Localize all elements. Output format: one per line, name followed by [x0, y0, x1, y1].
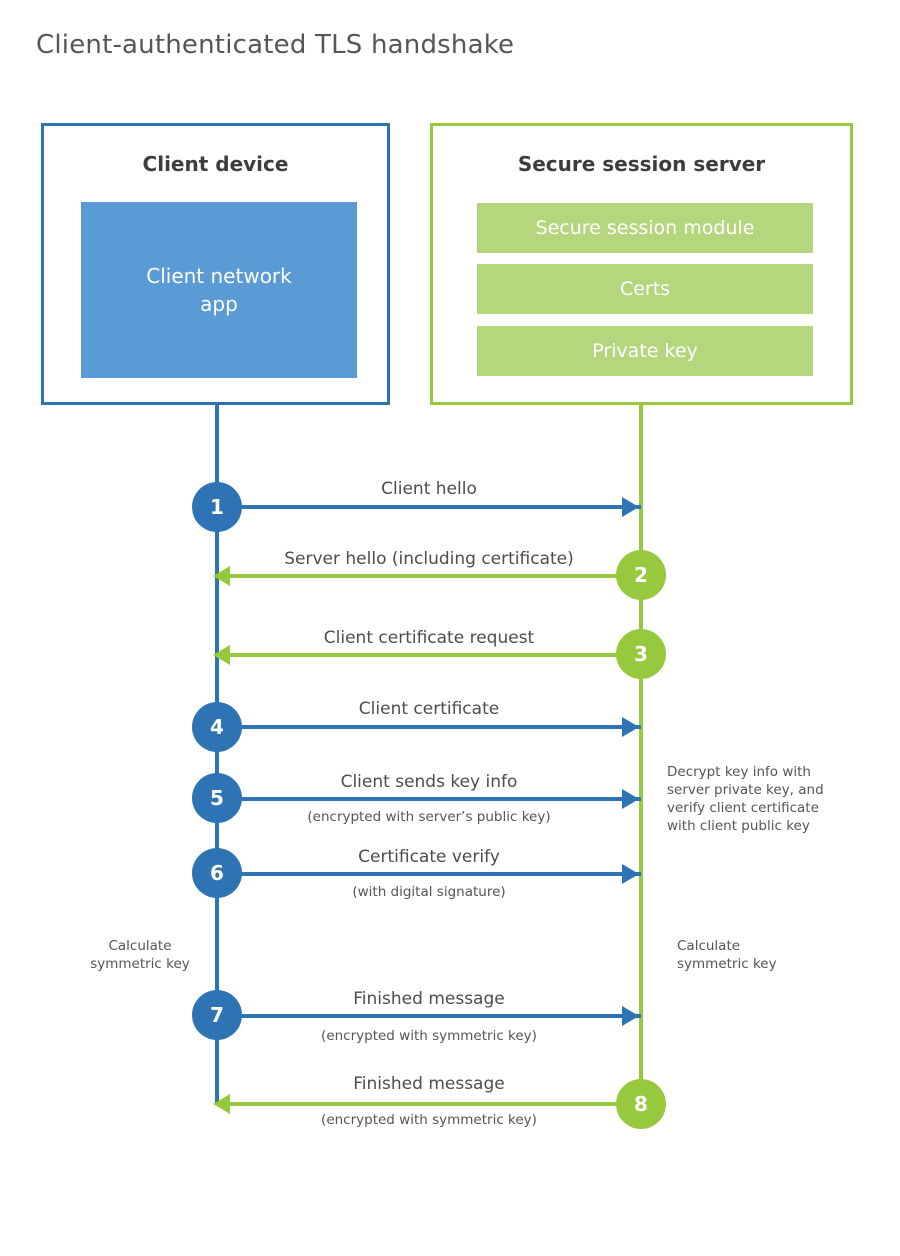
message-5-line	[217, 797, 641, 801]
message-6-label: Certificate verify	[358, 847, 500, 867]
message-2-line	[217, 574, 641, 578]
message-6-line	[217, 872, 641, 876]
message-4-line	[217, 725, 641, 729]
message-4-step-badge: 4	[192, 702, 242, 752]
server-lifeline	[639, 405, 643, 1105]
message-8-step-badge: 8	[616, 1079, 666, 1129]
message-7-step-badge: 7	[192, 990, 242, 1040]
server-module-certs: Certs	[477, 264, 813, 314]
message-7-label: Finished message	[353, 989, 505, 1009]
message-1-arrowhead-icon	[622, 497, 639, 517]
message-7-line	[217, 1014, 641, 1018]
message-5-label: Client sends key info	[340, 772, 518, 792]
message-1-step-badge: 1	[192, 482, 242, 532]
client-device-title: Client device	[142, 152, 289, 176]
message-7-sublabel: (encrypted with symmetric key)	[321, 1028, 537, 1044]
message-2-label: Server hello (including certificate)	[284, 549, 574, 569]
message-3-line	[217, 653, 641, 657]
message-8-sublabel: (encrypted with symmetric key)	[321, 1112, 537, 1128]
message-1-label: Client hello	[381, 479, 477, 499]
message-8-label: Finished message	[353, 1074, 505, 1094]
message-1-line	[217, 505, 641, 509]
client-network-app-label: Client network app	[146, 264, 292, 316]
calculate-symmetric-key-note-server: Calculate symmetric key	[677, 938, 777, 972]
message-8-arrowhead-icon	[213, 1094, 230, 1114]
message-8-line	[217, 1102, 641, 1106]
client-network-app-box: Client network app	[81, 202, 357, 378]
message-3-arrowhead-icon	[213, 645, 230, 665]
message-3-label: Client certificate request	[323, 628, 535, 648]
message-2-step-badge: 2	[616, 550, 666, 600]
secure-session-server-title: Secure session server	[517, 152, 766, 176]
calculate-symmetric-key-note-client: Calculate symmetric key	[90, 938, 190, 972]
message-4-label: Client certificate	[358, 699, 500, 719]
message-4-arrowhead-icon	[622, 717, 639, 737]
server-module-private-key: Private key	[477, 326, 813, 376]
client-device-box: Client device Client network app	[41, 123, 390, 405]
message-5-sublabel: (encrypted with server’s public key)	[307, 809, 551, 825]
message-3-step-badge: 3	[616, 629, 666, 679]
message-6-step-badge: 6	[192, 848, 242, 898]
client-lifeline	[215, 405, 219, 1105]
message-5-step-badge: 5	[192, 773, 242, 823]
message-7-arrowhead-icon	[622, 1006, 639, 1026]
message-5-arrowhead-icon	[622, 789, 639, 809]
message-6-sublabel: (with digital signature)	[352, 884, 506, 900]
message-6-arrowhead-icon	[622, 864, 639, 884]
decrypt-key-note: Decrypt key info with server private key…	[667, 764, 824, 834]
message-2-arrowhead-icon	[213, 566, 230, 586]
page-title: Client-authenticated TLS handshake	[36, 30, 515, 60]
server-module-secure-session: Secure session module	[477, 203, 813, 253]
secure-session-server-box: Secure session server Secure session mod…	[430, 123, 853, 405]
